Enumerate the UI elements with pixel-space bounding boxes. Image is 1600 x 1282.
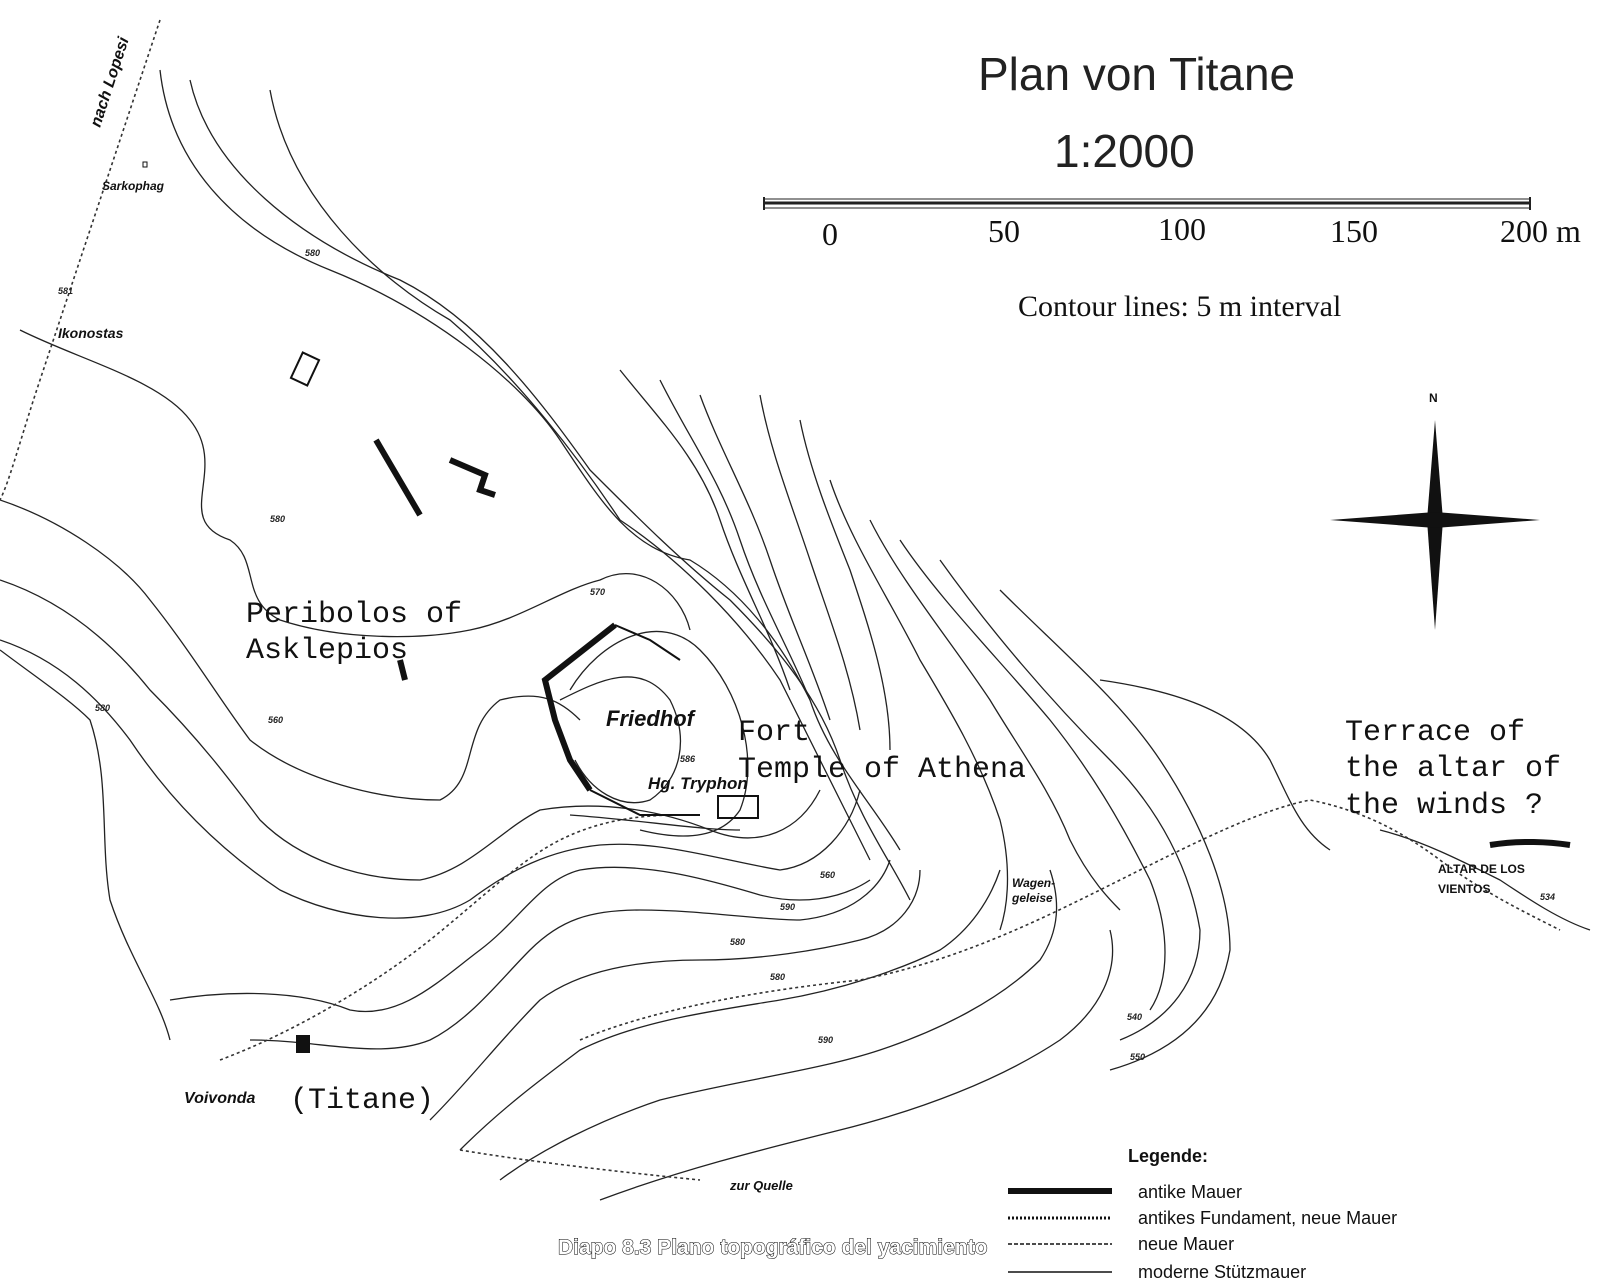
elevation-labels: 580 581 580 570 580 586 560 560 590 580 … <box>58 248 1555 1062</box>
legend-item-fundament: antikes Fundament, neue Mauer <box>1138 1208 1397 1228</box>
label-altar-2: VIENTOS <box>1438 882 1490 896</box>
label-wagengeleise-1: Wagen- <box>1012 876 1055 890</box>
label-tryphon: Hg. Tryphon <box>648 774 748 793</box>
scale-bar: 0 50 100 150 200 m <box>763 197 1581 252</box>
label-terrace-2: the altar of <box>1345 752 1561 786</box>
elev-label: 590 <box>780 902 795 912</box>
compass-rose-icon: N <box>1330 391 1540 630</box>
elev-label: 586 <box>680 754 696 764</box>
label-titane: (Titane) <box>290 1084 434 1118</box>
scale-tick-0: 0 <box>822 216 838 252</box>
label-sarkophag: Sarkophag <box>102 179 165 193</box>
scale-tick-150: 150 <box>1330 213 1378 249</box>
ancient-walls <box>289 351 1571 1053</box>
roads <box>0 19 1561 1181</box>
elev-label: 560 <box>268 715 283 725</box>
elev-label: 590 <box>818 1035 833 1045</box>
elev-label: 580 <box>305 248 320 258</box>
map-legend: Legende: antike Mauer antikes Fundament,… <box>1008 1146 1397 1282</box>
sarkophag-marker <box>142 161 148 168</box>
contour-lines <box>0 69 1591 1201</box>
elev-label: 534 <box>1540 892 1555 902</box>
label-ikonostas: Ikonostas <box>58 325 124 341</box>
map-scale: 1:2000 <box>1054 125 1195 177</box>
label-fort: Fort <box>738 716 810 750</box>
legend-item-antike-mauer: antike Mauer <box>1138 1182 1242 1202</box>
elev-label: 580 <box>730 937 745 947</box>
legend-item-stuetzmauer: moderne Stützmauer <box>1138 1262 1306 1282</box>
elev-label: 540 <box>1127 1012 1142 1022</box>
label-friedhof: Friedhof <box>606 706 697 731</box>
map-title: Plan von Titane <box>978 48 1295 100</box>
elev-label: 581 <box>58 286 73 296</box>
label-nach-lopesi: nach Lopesi <box>88 35 133 130</box>
legend-title: Legende: <box>1128 1146 1208 1166</box>
label-terrace-1: Terrace of <box>1345 716 1525 750</box>
elev-label: 580 <box>270 514 285 524</box>
legend-item-neue-mauer: neue Mauer <box>1138 1234 1234 1254</box>
label-terrace-3: the winds ? <box>1345 789 1543 823</box>
slide-caption: Diapo 8.3 Plano topográfico del yacimien… <box>557 1236 988 1260</box>
label-wagengeleise-2: geleise <box>1011 891 1053 905</box>
label-altar-1: ALTAR DE LOS <box>1438 862 1525 876</box>
label-peribolos-1: Peribolos of <box>246 598 462 632</box>
elev-label: 550 <box>1130 1052 1145 1062</box>
label-zur-quelle: zur Quelle <box>729 1178 793 1193</box>
elev-label: 580 <box>770 972 785 982</box>
contour-note: Contour lines: 5 m interval <box>1018 290 1341 323</box>
elev-label: 580 <box>95 703 110 713</box>
elev-label: 560 <box>820 870 835 880</box>
north-label: N <box>1429 391 1438 405</box>
label-peribolos-2: Asklepios <box>246 634 408 668</box>
label-temple-athena: Temple of Athena <box>738 753 1026 787</box>
scale-tick-200: 200 m <box>1500 213 1581 249</box>
scale-tick-50: 50 <box>988 213 1020 249</box>
scale-tick-100: 100 <box>1158 211 1206 247</box>
elev-label: 570 <box>590 587 605 597</box>
label-voivonda: Voivonda <box>184 1090 256 1107</box>
